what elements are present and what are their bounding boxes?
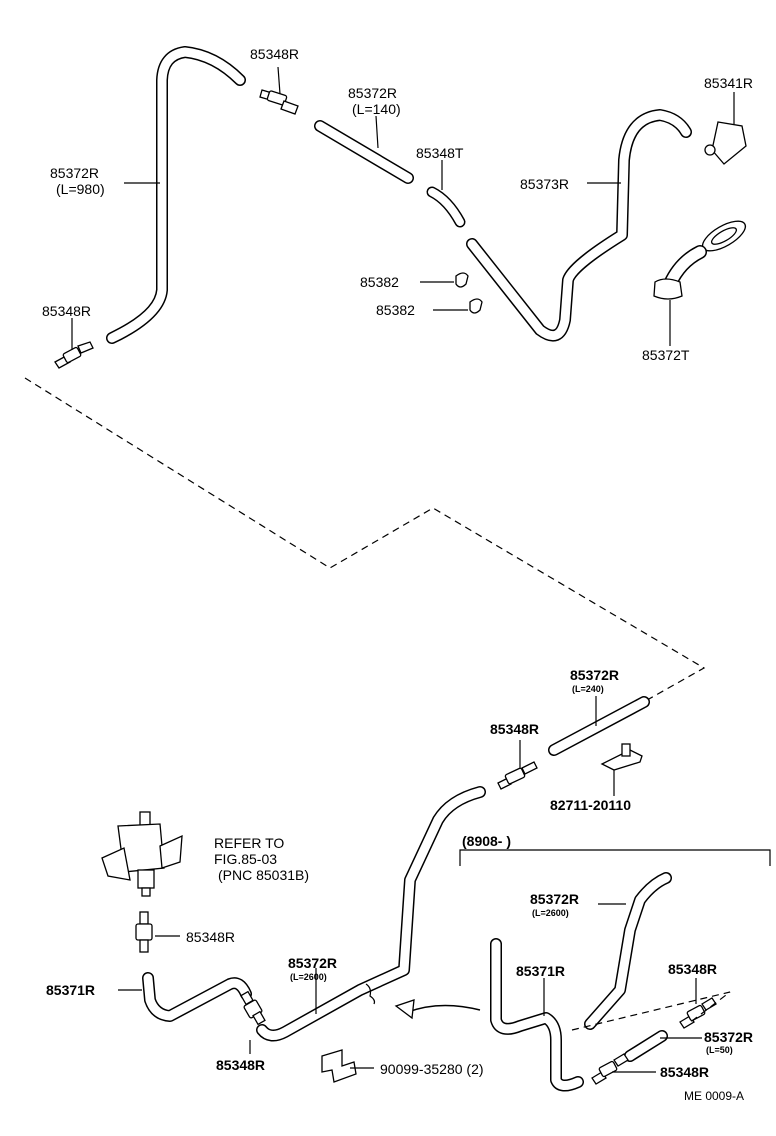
label-85348r-center: 85348R xyxy=(490,721,539,737)
connector-85348r-top xyxy=(259,89,299,115)
label-85372r-inset-len: (L=2600) xyxy=(532,908,569,918)
label-85373r: 85373R xyxy=(520,176,569,192)
label-85372r-l50-len: (L=50) xyxy=(706,1045,733,1055)
label-82711-20110: 82711-20110 xyxy=(550,797,631,813)
label-85348t: 85348T xyxy=(416,145,464,161)
hose-85372r-l2600-main xyxy=(256,786,486,1042)
bracket-82711-20110 xyxy=(600,743,643,771)
label-85341r: 85341R xyxy=(704,75,753,91)
label-85348r-inset-lower: 85348R xyxy=(660,1064,709,1080)
label-85348r-left: 85348R xyxy=(42,303,91,319)
label-85372r-l980: 85372R xyxy=(50,165,99,181)
figure-code: ME 0009-A xyxy=(684,1089,744,1103)
label-85372r-l140-len: (L=140) xyxy=(352,101,401,117)
connector-85348r-left xyxy=(54,341,94,369)
label-85348r-top: 85348R xyxy=(250,46,299,62)
label-85372r-l140: 85372R xyxy=(348,85,397,101)
hose-85373r xyxy=(466,109,692,342)
connector-85348r-valve xyxy=(135,911,153,953)
label-85372r-l980-len: (L=980) xyxy=(56,181,105,197)
hose-85372r-l240 xyxy=(548,696,650,756)
connector-85348r-inset-lower xyxy=(591,1053,629,1085)
label-85372r-main-len: (L=2600) xyxy=(290,972,327,982)
connector-85348r-lower-left xyxy=(240,990,266,1026)
label-85372r-inset: 85372R xyxy=(530,891,579,907)
bracket-85341r xyxy=(704,121,747,165)
clip-85382-b xyxy=(469,298,483,314)
valve-assembly xyxy=(101,811,183,897)
hose-85372r-l2600-inset xyxy=(584,872,672,1030)
hose-85371r-left xyxy=(142,972,252,1022)
label-refer-to: REFER TO xyxy=(214,835,284,851)
label-85382-b: 85382 xyxy=(376,302,415,318)
label-85372t: 85372T xyxy=(642,347,690,363)
label-90099-35280: 90099-35280 (2) xyxy=(380,1061,484,1077)
label-85348r-inset-upper: 85348R xyxy=(668,961,717,977)
connector-85348r-inset-upper xyxy=(679,997,717,1029)
label-refer-fig: FIG.85-03 xyxy=(214,851,277,867)
label-85371r-left: 85371R xyxy=(46,982,95,998)
hose-85372r-l140 xyxy=(314,120,414,184)
label-85372r-l240-len: (L=240) xyxy=(572,684,604,694)
label-refer-pnc: (PNC 85031B) xyxy=(218,867,309,883)
arrow-left-icon xyxy=(394,999,481,1020)
label-85372r-l240: 85372R xyxy=(570,667,619,683)
elbow-85348t xyxy=(426,186,466,228)
hose-85372r-l980 xyxy=(106,46,246,344)
label-85372r-l50: 85372R xyxy=(704,1029,753,1045)
label-85348r-valve: 85348R xyxy=(186,929,235,945)
label-85348r-lower-left: 85348R xyxy=(216,1057,265,1073)
clip-85382-a xyxy=(455,272,469,288)
label-date-range: (8908- ) xyxy=(462,833,511,849)
hose-85371r-inset xyxy=(490,938,584,1092)
label-85382-a: 85382 xyxy=(360,274,399,290)
label-85372r-main: 85372R xyxy=(288,955,337,971)
label-85371r-inset: 85371R xyxy=(516,963,565,979)
hose-85372r-l50 xyxy=(624,1030,668,1062)
grommet-85372t xyxy=(653,220,747,300)
connector-85348r-center xyxy=(497,761,538,790)
clip-90099-35280 xyxy=(321,1049,357,1083)
